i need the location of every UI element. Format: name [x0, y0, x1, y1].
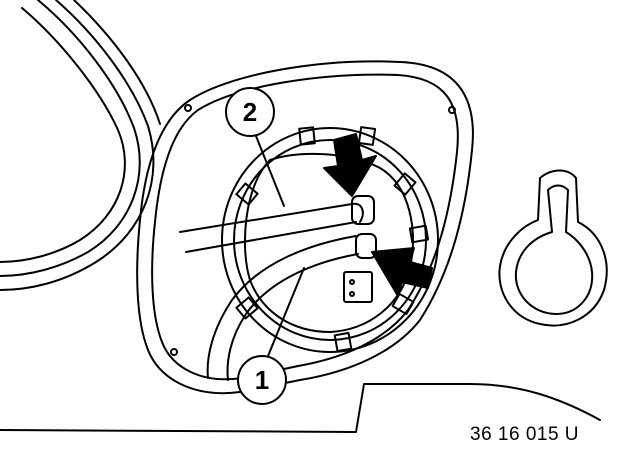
callout-1-label: 1: [255, 365, 269, 395]
pump-flange: [243, 152, 414, 333]
arrow-left-icon: [371, 247, 433, 297]
callout-2-label: 2: [243, 97, 257, 127]
fuel-hose-1: [206, 233, 377, 381]
release-arrows: [323, 133, 433, 297]
floor-edge-line: [0, 383, 601, 433]
callout-1: 1: [237, 267, 305, 405]
panel-recess: [136, 60, 474, 395]
arrow-down-icon: [323, 133, 377, 197]
figure-code: 36 16 015 U: [470, 424, 580, 445]
left-contour-lines: [0, 0, 161, 291]
callout-2: 2: [225, 87, 285, 207]
keyhole-part: [498, 169, 608, 327]
locking-ring: [221, 126, 439, 353]
fuel-hose-2: [179, 195, 375, 253]
